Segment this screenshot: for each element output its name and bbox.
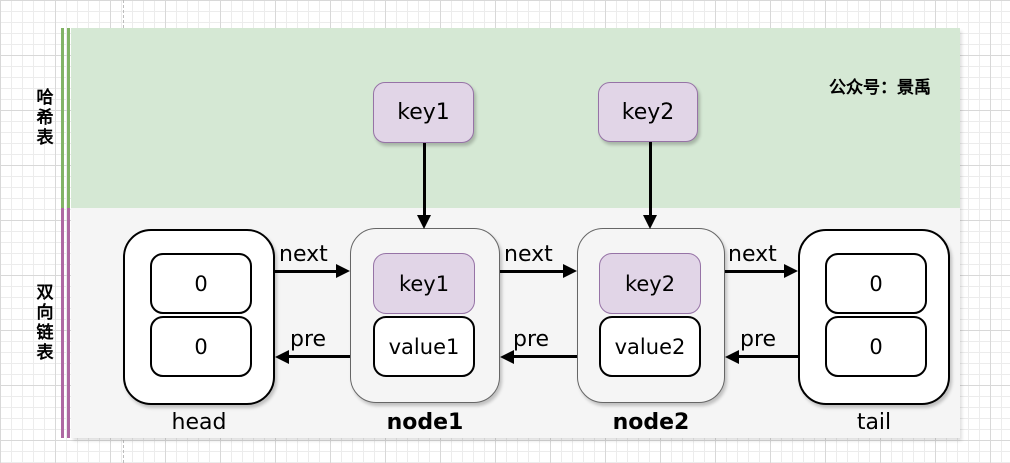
node1-box: key1 value1	[350, 228, 500, 403]
node1-key-cell: key1	[373, 253, 475, 314]
hash-table-label: 哈希表	[32, 88, 53, 148]
key2-pointer-line	[649, 142, 652, 217]
edge-node1-node2-label: next	[504, 242, 553, 267]
node-tail-label: tail	[856, 410, 892, 435]
node2-key-cell: key2	[599, 253, 701, 314]
hash-band-bar-inner	[67, 28, 70, 208]
edge-tail-node2-line	[739, 355, 798, 358]
edge-head-node1-arrowhead-icon	[336, 264, 350, 278]
edge-tail-node2-label: pre	[740, 327, 777, 352]
edge-node2-tail-arrowhead-icon	[784, 264, 798, 278]
edge-node2-node1-line	[514, 355, 577, 358]
linked-list-label: 双向链表	[32, 283, 53, 363]
node2-label: node2	[612, 410, 690, 435]
edge-node1-head-line	[289, 355, 350, 358]
node2-box: key2 value2	[577, 228, 725, 403]
edge-node1-node2-arrowhead-icon	[563, 264, 577, 278]
edge-node2-node1-arrowhead-icon	[500, 350, 514, 364]
node1-value-cell: value1	[373, 316, 475, 377]
edge-node2-tail-line	[725, 270, 785, 273]
key1-pointer-arrowhead-icon	[417, 215, 431, 229]
node2-value-cell: value2	[599, 316, 701, 377]
list-band-bar-inner	[67, 208, 70, 438]
watermark-text: 公众号：景禹	[829, 78, 931, 98]
list-band-bar-outer	[61, 208, 64, 438]
hash-band-bar-outer	[61, 28, 64, 208]
edge-node1-node2-line	[500, 270, 564, 273]
hash-key1-box: key1	[373, 82, 474, 143]
key2-pointer-arrowhead-icon	[643, 215, 657, 229]
tail-next-slot: 0	[825, 253, 927, 314]
edge-tail-node2-arrowhead-icon	[725, 350, 739, 364]
edge-node1-head-arrowhead-icon	[275, 350, 289, 364]
node-head-label: head	[171, 410, 227, 435]
edge-node2-node1-label: pre	[513, 327, 550, 352]
node-tail-box: 0 0	[798, 229, 950, 405]
key1-pointer-line	[423, 143, 426, 217]
edge-head-node1-label: next	[279, 242, 328, 267]
hash-table-band	[71, 28, 960, 208]
edge-head-node1-line	[275, 270, 338, 273]
tail-pre-slot: 0	[825, 316, 927, 377]
head-next-slot: 0	[150, 253, 252, 314]
head-pre-slot: 0	[150, 316, 252, 377]
edge-node1-head-label: pre	[290, 327, 327, 352]
node1-label: node1	[386, 410, 464, 435]
node-head-box: 0 0	[123, 229, 275, 405]
edge-node2-tail-label: next	[728, 242, 777, 267]
hash-key2-box: key2	[598, 82, 698, 142]
